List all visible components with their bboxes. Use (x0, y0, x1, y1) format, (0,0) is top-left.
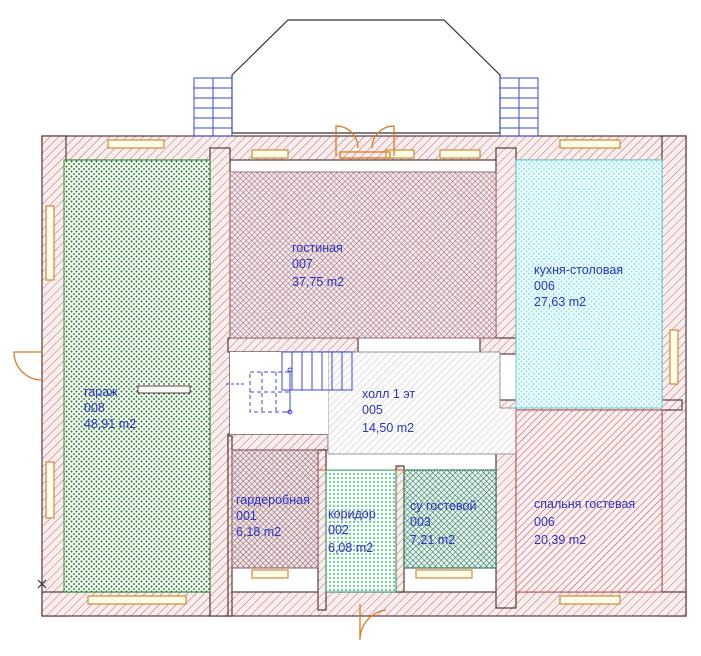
svg-text:коридор: коридор (328, 507, 376, 521)
room-label-living: гостиная 007 37,75 m2 (292, 241, 344, 289)
svg-text:6,18 m2: 6,18 m2 (236, 525, 281, 539)
svg-text:27,63 m2: 27,63 m2 (534, 295, 586, 309)
svg-text:002: 002 (328, 523, 349, 537)
room-wardrobe (231, 449, 319, 569)
svg-text:20,39 m2: 20,39 m2 (534, 533, 586, 547)
svg-text:14,50 m2: 14,50 m2 (362, 421, 414, 435)
room-label-bedroom: спальня гостевая 006 20,39 m2 (534, 497, 635, 547)
svg-text:007: 007 (292, 257, 313, 271)
svg-text:гараж: гараж (84, 385, 118, 399)
svg-text:003: 003 (410, 515, 431, 529)
porch-stair-left-icon (193, 77, 233, 137)
room-label-wardrobe: гардеробная 001 6,18 m2 (236, 493, 310, 539)
room-label-hall: холл 1 эт 005 14,50 m2 (362, 387, 415, 435)
porch-stair-right-icon (499, 77, 539, 137)
rooms (63, 159, 663, 593)
bay-window-outline (231, 19, 501, 134)
svg-text:005: 005 (362, 403, 383, 417)
svg-text:холл 1 эт: холл 1 эт (362, 387, 415, 401)
room-bath (403, 469, 497, 569)
svg-text:6,08 m2: 6,08 m2 (328, 541, 373, 555)
svg-text:7,21 m2: 7,21 m2 (410, 533, 455, 547)
door-swing-icon (13, 125, 404, 641)
svg-text:006: 006 (534, 515, 555, 529)
room-label-bath: су гостевой 003 7,21 m2 (410, 499, 476, 547)
origin-mark-icon (37, 579, 47, 589)
svg-text:001: 001 (236, 509, 257, 523)
garage-opening (137, 385, 191, 394)
svg-text:су гостевой: су гостевой (410, 499, 476, 513)
room-kitchen (515, 159, 663, 409)
svg-text:48,91 m2: 48,91 m2 (84, 417, 136, 431)
room-living (229, 171, 497, 339)
room-label-corridor: коридор 002 6,08 m2 (328, 507, 376, 555)
svg-text:гостиная: гостиная (292, 241, 343, 255)
room-label-garage: гараж 008 48,91 m2 (84, 385, 136, 431)
svg-text:006: 006 (534, 279, 555, 293)
room-corridor (325, 469, 397, 593)
svg-text:кухня-столовая: кухня-столовая (534, 263, 623, 277)
window-icon (45, 139, 679, 605)
svg-text:гардеробная: гардеробная (236, 493, 310, 507)
room-garage (63, 159, 211, 593)
svg-text:008: 008 (84, 401, 105, 415)
room-hall (327, 351, 517, 455)
room-label-kitchen: кухня-столовая 006 27,63 m2 (534, 263, 623, 309)
svg-text:37,75 m2: 37,75 m2 (292, 275, 344, 289)
svg-text:спальня гостевая: спальня гостевая (534, 497, 635, 511)
room-bedroom (515, 409, 663, 593)
stair-icon (226, 351, 353, 434)
